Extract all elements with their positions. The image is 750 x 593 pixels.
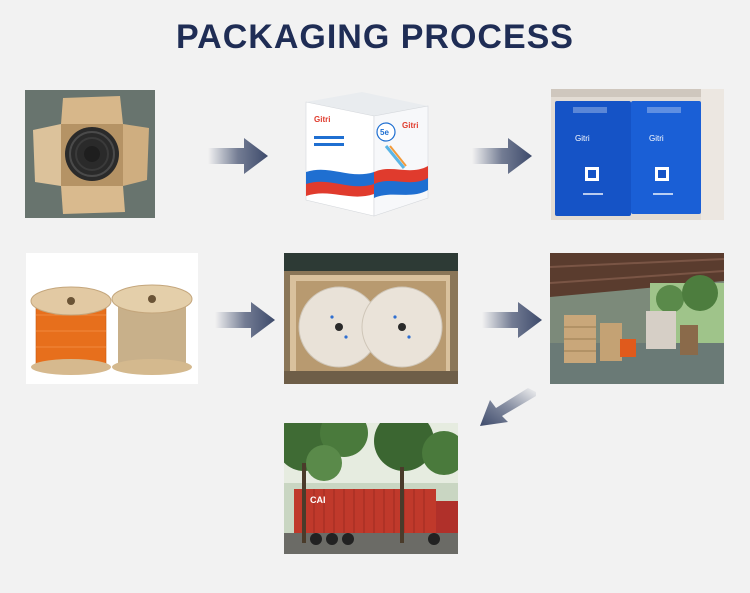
arrow-right-icon <box>215 302 275 338</box>
warehouse-loading-photo <box>550 253 724 384</box>
coiled-cable-in-box-photo <box>25 90 155 218</box>
arrow-right-icon <box>482 302 542 338</box>
reels-in-carton-photo <box>284 253 458 384</box>
svg-text:Gitri: Gitri <box>314 115 330 124</box>
svg-text:Gitri: Gitri <box>649 134 664 143</box>
cable-retail-box-photo: Gitri Gitri 5e <box>300 88 433 220</box>
blue-shipping-bags-photo: Gitri Gitri <box>551 89 724 220</box>
svg-text:5e: 5e <box>380 128 389 137</box>
page-title: PACKAGING PROCESS <box>176 18 574 56</box>
arrow-down-left-icon <box>478 388 538 428</box>
shipping-container-truck-photo: CAI <box>284 423 458 554</box>
svg-text:Gitri: Gitri <box>575 134 590 143</box>
arrow-right-icon <box>208 138 268 174</box>
svg-text:Gitri: Gitri <box>402 121 418 130</box>
cable-reels-photo <box>26 253 198 384</box>
arrow-right-icon <box>472 138 532 174</box>
svg-text:CAI: CAI <box>310 495 326 505</box>
